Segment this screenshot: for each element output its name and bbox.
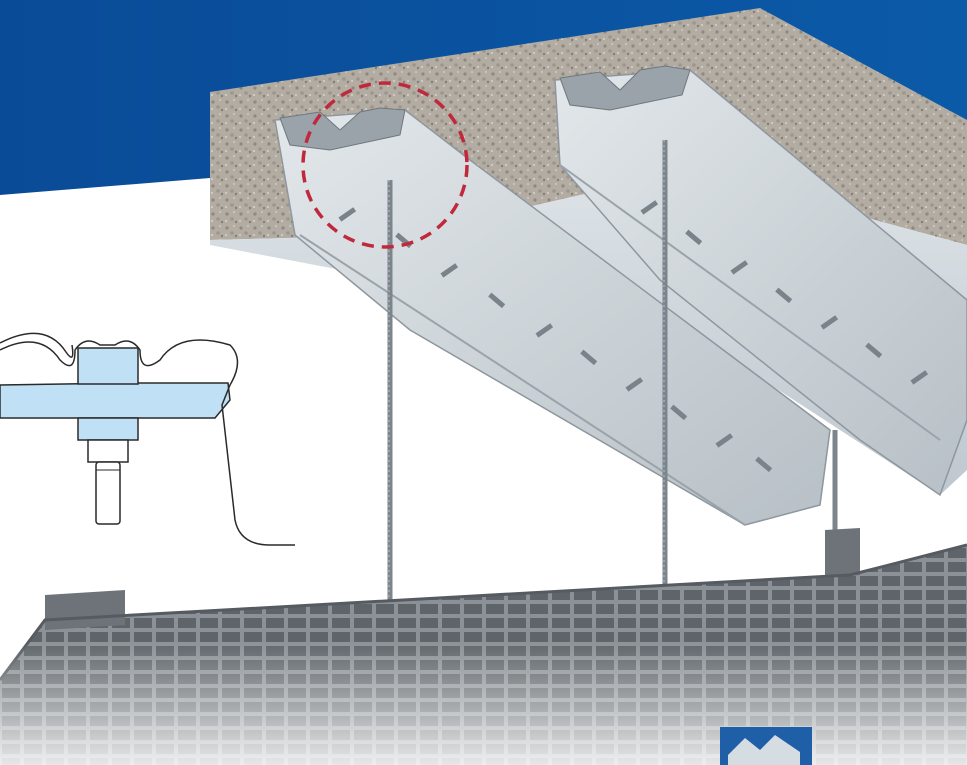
anchor-channel-beam-2 (554, 69, 967, 497)
ceiling-grid (0, 528, 967, 765)
anchor-channel-section-drawing (0, 332, 295, 546)
thumbnail-icon (720, 727, 812, 765)
anchor-channel-beam-1 (274, 109, 831, 526)
threaded-rods (387, 140, 838, 625)
beam-slots-1 (338, 207, 773, 473)
beam-slots-2 (640, 200, 929, 385)
highlight-circle-icon (301, 81, 469, 249)
